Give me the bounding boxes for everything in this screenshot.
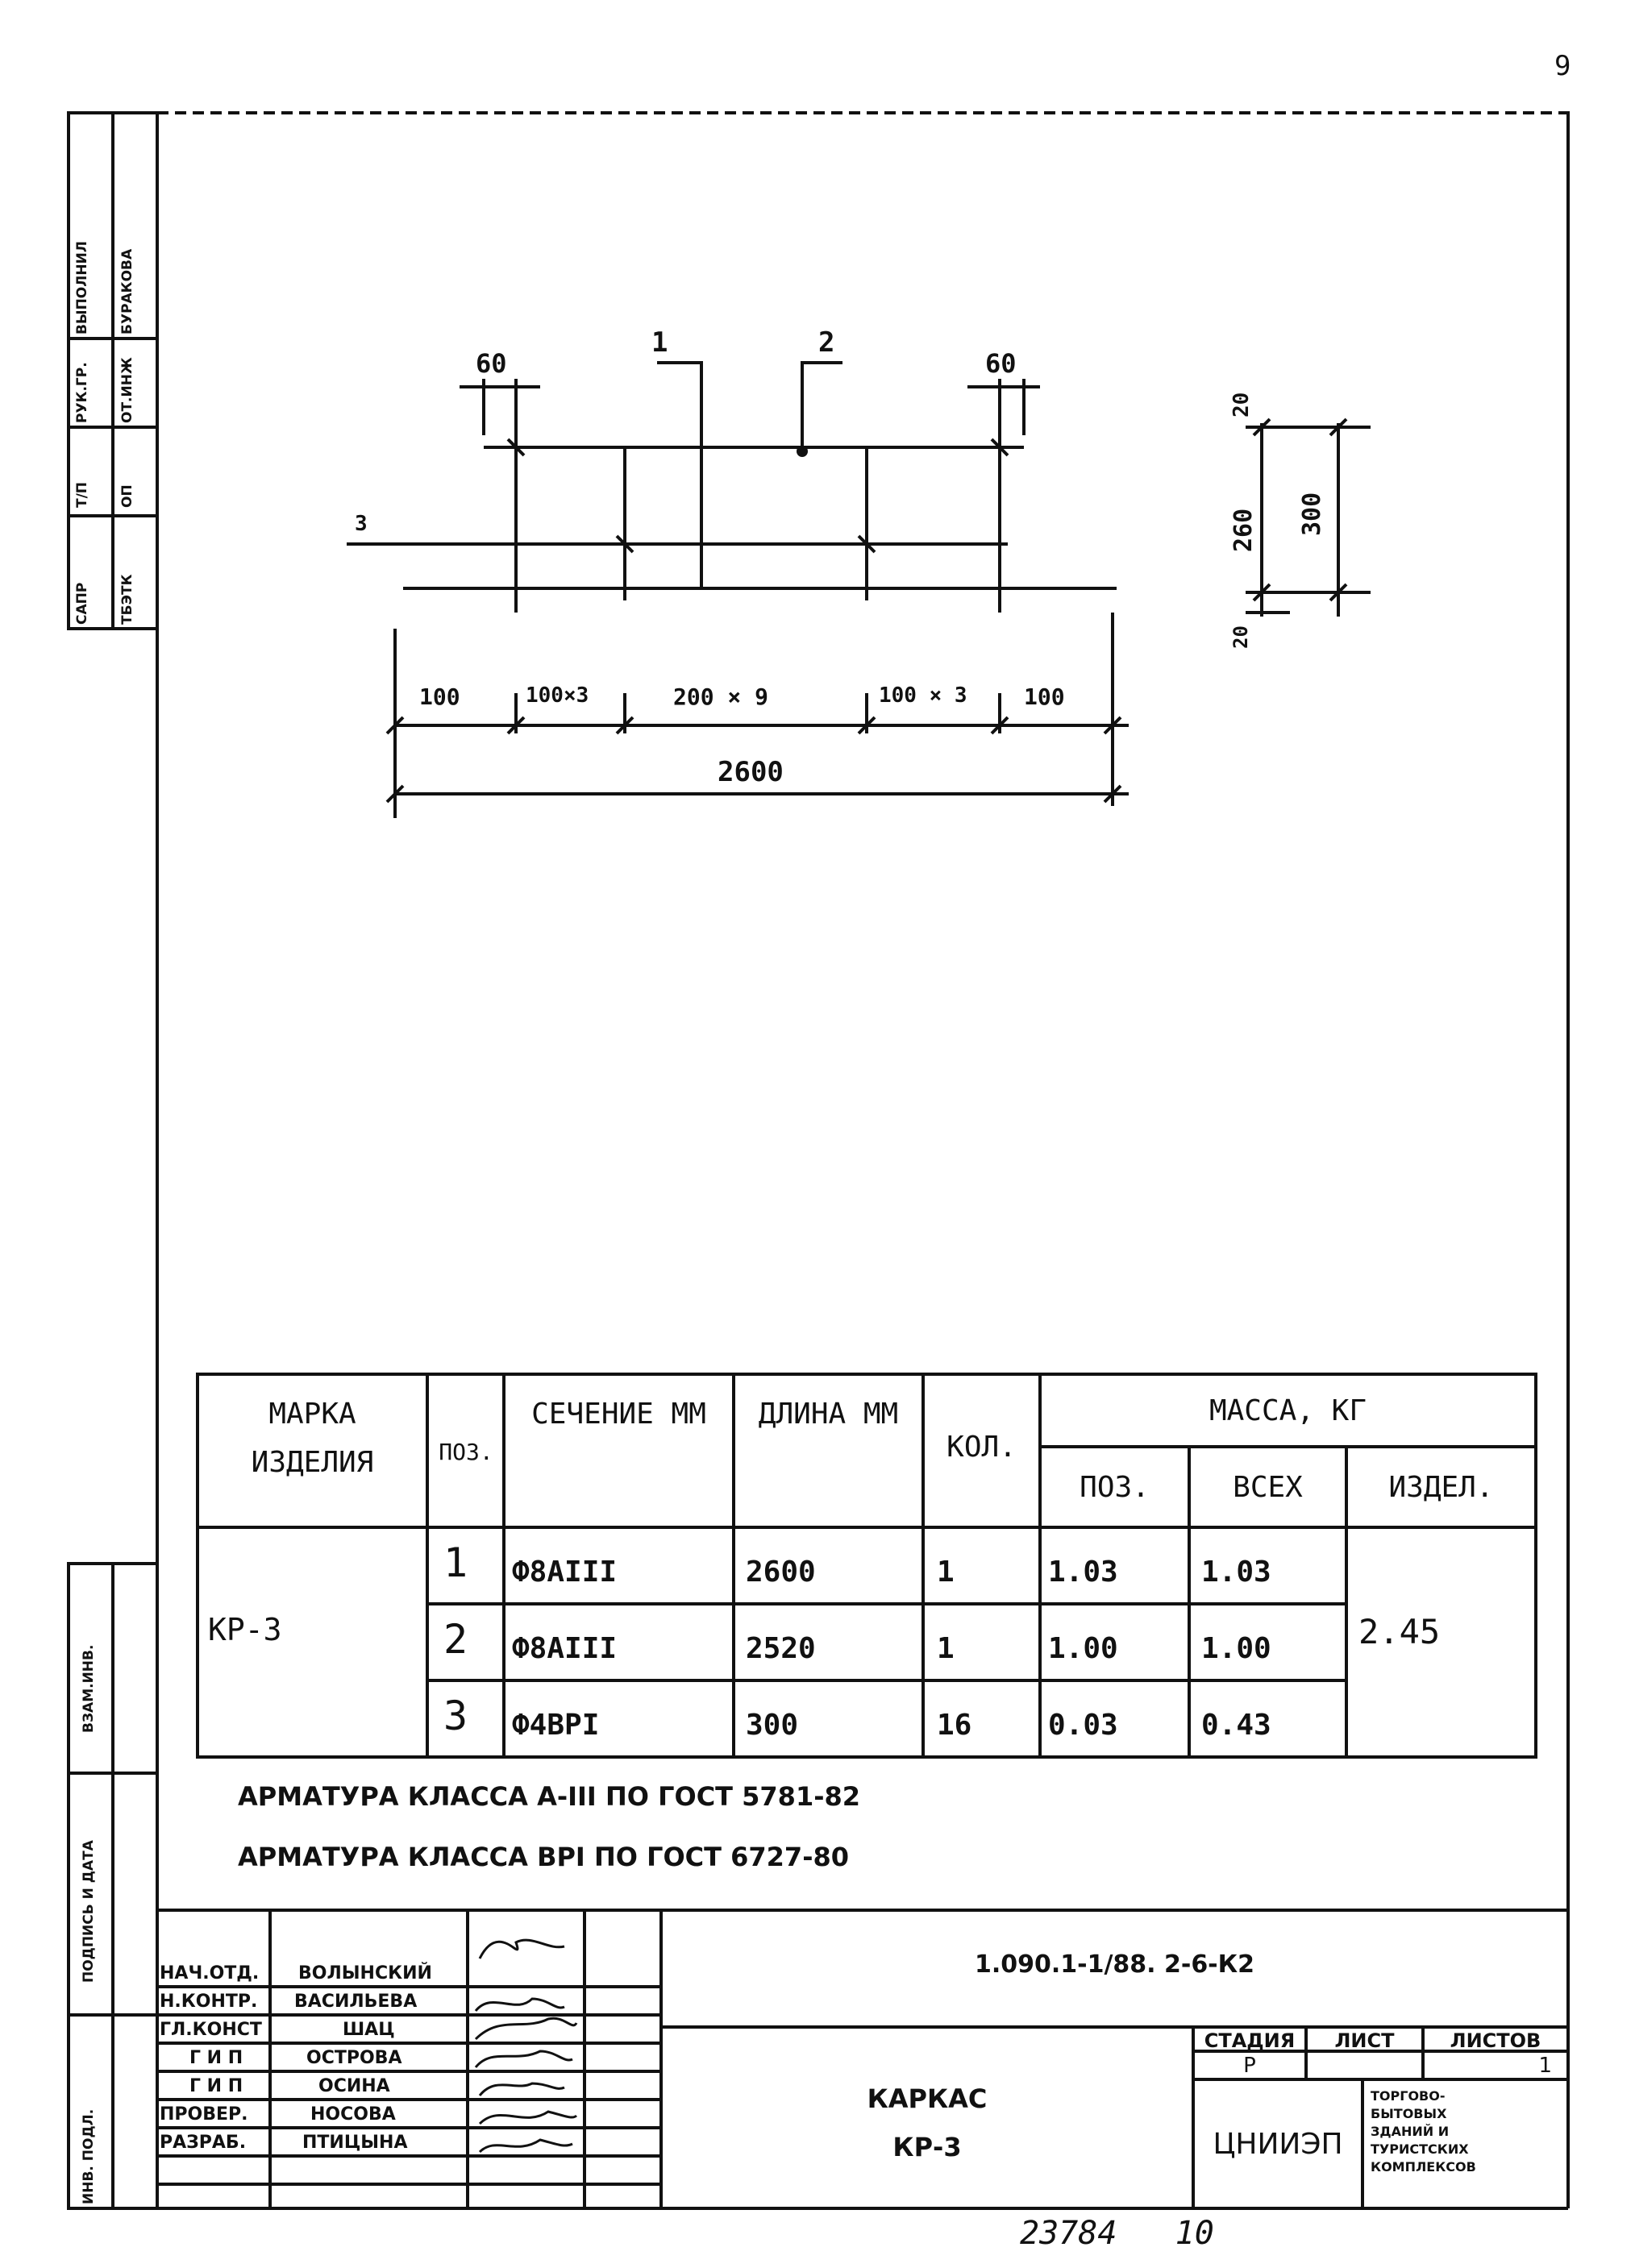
side-stamp-label: ИНВ. ПОДЛ. xyxy=(81,2108,97,2204)
position-label: 1 xyxy=(651,326,668,359)
signature-name: ШАЦ xyxy=(343,2020,395,2040)
document-code: 1.090.1-1/88. 2-6-К2 xyxy=(974,1950,1255,1979)
table-row-pos: 2 xyxy=(443,1616,468,1663)
dimension-label: 60 xyxy=(476,348,507,379)
drawing-title: КР-3 xyxy=(892,2132,962,2162)
drawing-title: КАРКАС xyxy=(867,2083,988,2114)
table-row-mass-pos: 1.03 xyxy=(1048,1556,1118,1589)
side-stamp-label: ОП xyxy=(119,484,135,508)
table-row-mass-all: 1.03 xyxy=(1201,1556,1271,1589)
signature-role: ПРОВЕР. xyxy=(160,2104,248,2125)
table-row-mass-all: 1.00 xyxy=(1201,1632,1271,1665)
note-line: АРМАТУРА КЛАССА ВРI ПО ГОСТ 6727-80 xyxy=(238,1842,849,1872)
dimension-label: 20 xyxy=(1229,392,1254,417)
organization-note: ТОРГОВО- БЫТОВЫХ ЗДАНИЙ И ТУРИСТСКИХ КОМ… xyxy=(1371,2088,1476,2175)
table-row-qty: 16 xyxy=(937,1709,972,1742)
signature-role: Г И П xyxy=(189,2076,243,2096)
signature-role: НАЧ.ОТД. xyxy=(160,1963,260,1983)
table-header-mark: МАРКА ИЗДЕЛИЯ xyxy=(251,1398,374,1479)
dimension-label: 300 xyxy=(1298,492,1326,536)
table-cell-mark: КР-3 xyxy=(208,1612,282,1647)
dimension-label: 100×3 xyxy=(526,683,589,708)
side-stamp-label: ТБЭТК xyxy=(119,574,135,625)
table-row-mass-pos: 0.03 xyxy=(1048,1709,1118,1742)
position-label: 2 xyxy=(818,326,835,359)
position-label: 3 xyxy=(355,512,368,536)
dimension-label: 100 × 3 xyxy=(879,683,967,708)
table-cell-item-total: 2.45 xyxy=(1358,1612,1441,1651)
table-row-qty: 1 xyxy=(937,1632,955,1665)
table-row-length: 300 xyxy=(746,1709,799,1742)
signature-role: ГЛ.КОНСТ xyxy=(160,2020,262,2040)
table-header-mass: МАССА, КГ xyxy=(1209,1394,1367,1427)
table-row-mass-pos: 1.00 xyxy=(1048,1632,1118,1665)
sheets-value: 1 xyxy=(1538,2054,1552,2078)
signature-role: Н.КОНТР. xyxy=(160,1992,258,2012)
table-header-mass-pos: ПОЗ. xyxy=(1080,1471,1150,1504)
side-stamp-label: ПОДПИСЬ И ДАТА xyxy=(81,1840,97,1983)
side-stamp-label: ВЗАМ.ИНВ. xyxy=(81,1644,97,1733)
table-row-pos: 1 xyxy=(443,1539,468,1586)
table-row-section: Ф4ВРI xyxy=(512,1709,600,1742)
side-stamp-label: ВЫПОЛНИЛ xyxy=(74,241,90,334)
side-stamp-label: Т/П xyxy=(74,481,90,508)
total-dimension-label: 2600 xyxy=(718,756,784,788)
dimension-label: 60 xyxy=(985,348,1017,379)
table-header-section: СЕЧЕНИЕ ММ xyxy=(531,1398,706,1431)
page-marker: 9 xyxy=(1554,50,1571,82)
footer-stamp: 23784 10 xyxy=(1020,2215,1214,2252)
side-stamp-label: РУК.ГР. xyxy=(74,362,90,423)
table-header-length: ДЛИНА ММ xyxy=(758,1398,899,1431)
note-line: АРМАТУРА КЛАССА А-III ПО ГОСТ 5781-82 xyxy=(238,1781,861,1812)
table-row-qty: 1 xyxy=(937,1556,955,1589)
table-header-qty: КОЛ. xyxy=(946,1431,1017,1464)
stage-header: СТАДИЯ xyxy=(1204,2029,1296,2052)
table-header-mass-all: ВСЕХ xyxy=(1233,1471,1303,1504)
table-row-mass-all: 0.43 xyxy=(1201,1709,1271,1742)
side-stamp-label: САПР xyxy=(74,582,90,625)
signature-name: ВОЛЫНСКИЙ xyxy=(298,1963,432,1983)
side-stamp-label: ОТ.ИНЖ xyxy=(119,357,135,423)
side-stamp-label: БУРАКОВА xyxy=(119,248,135,334)
table-row-section: Ф8АIII xyxy=(512,1632,618,1665)
sheet-header: ЛИСТ xyxy=(1334,2029,1395,2052)
stage-value: Р xyxy=(1243,2054,1256,2078)
signature-name: ВАСИЛЬЕВА xyxy=(294,1992,418,2012)
table-row-pos: 3 xyxy=(443,1693,468,1739)
signature-name: ПТИЦЫНА xyxy=(302,2133,408,2153)
signature-role: РАЗРАБ. xyxy=(160,2133,247,2153)
dimension-label: 200 × 9 xyxy=(673,683,769,710)
organization-name: ЦНИИЭП xyxy=(1213,2128,1343,2161)
signature-role: Г И П xyxy=(189,2048,243,2068)
table-row-length: 2520 xyxy=(746,1632,816,1665)
dimension-label: 100 xyxy=(419,683,460,710)
table-header-mass-item: ИЗДЕЛ. xyxy=(1388,1471,1494,1504)
signature-marks xyxy=(474,1938,578,2154)
dimension-label: 20 xyxy=(1229,625,1252,649)
table-row-length: 2600 xyxy=(746,1556,816,1589)
signature-name: ОСТРОВА xyxy=(306,2048,402,2068)
dimension-label: 260 xyxy=(1229,508,1258,552)
table-row-section: Ф8АIII xyxy=(512,1556,618,1589)
signature-name: ОСИНА xyxy=(318,2076,390,2096)
dimension-label: 100 xyxy=(1024,683,1065,710)
table-header-pos: ПОЗ. xyxy=(439,1439,493,1465)
signature-name: НОСОВА xyxy=(310,2104,396,2125)
sheets-header: ЛИСТОВ xyxy=(1450,2029,1541,2052)
